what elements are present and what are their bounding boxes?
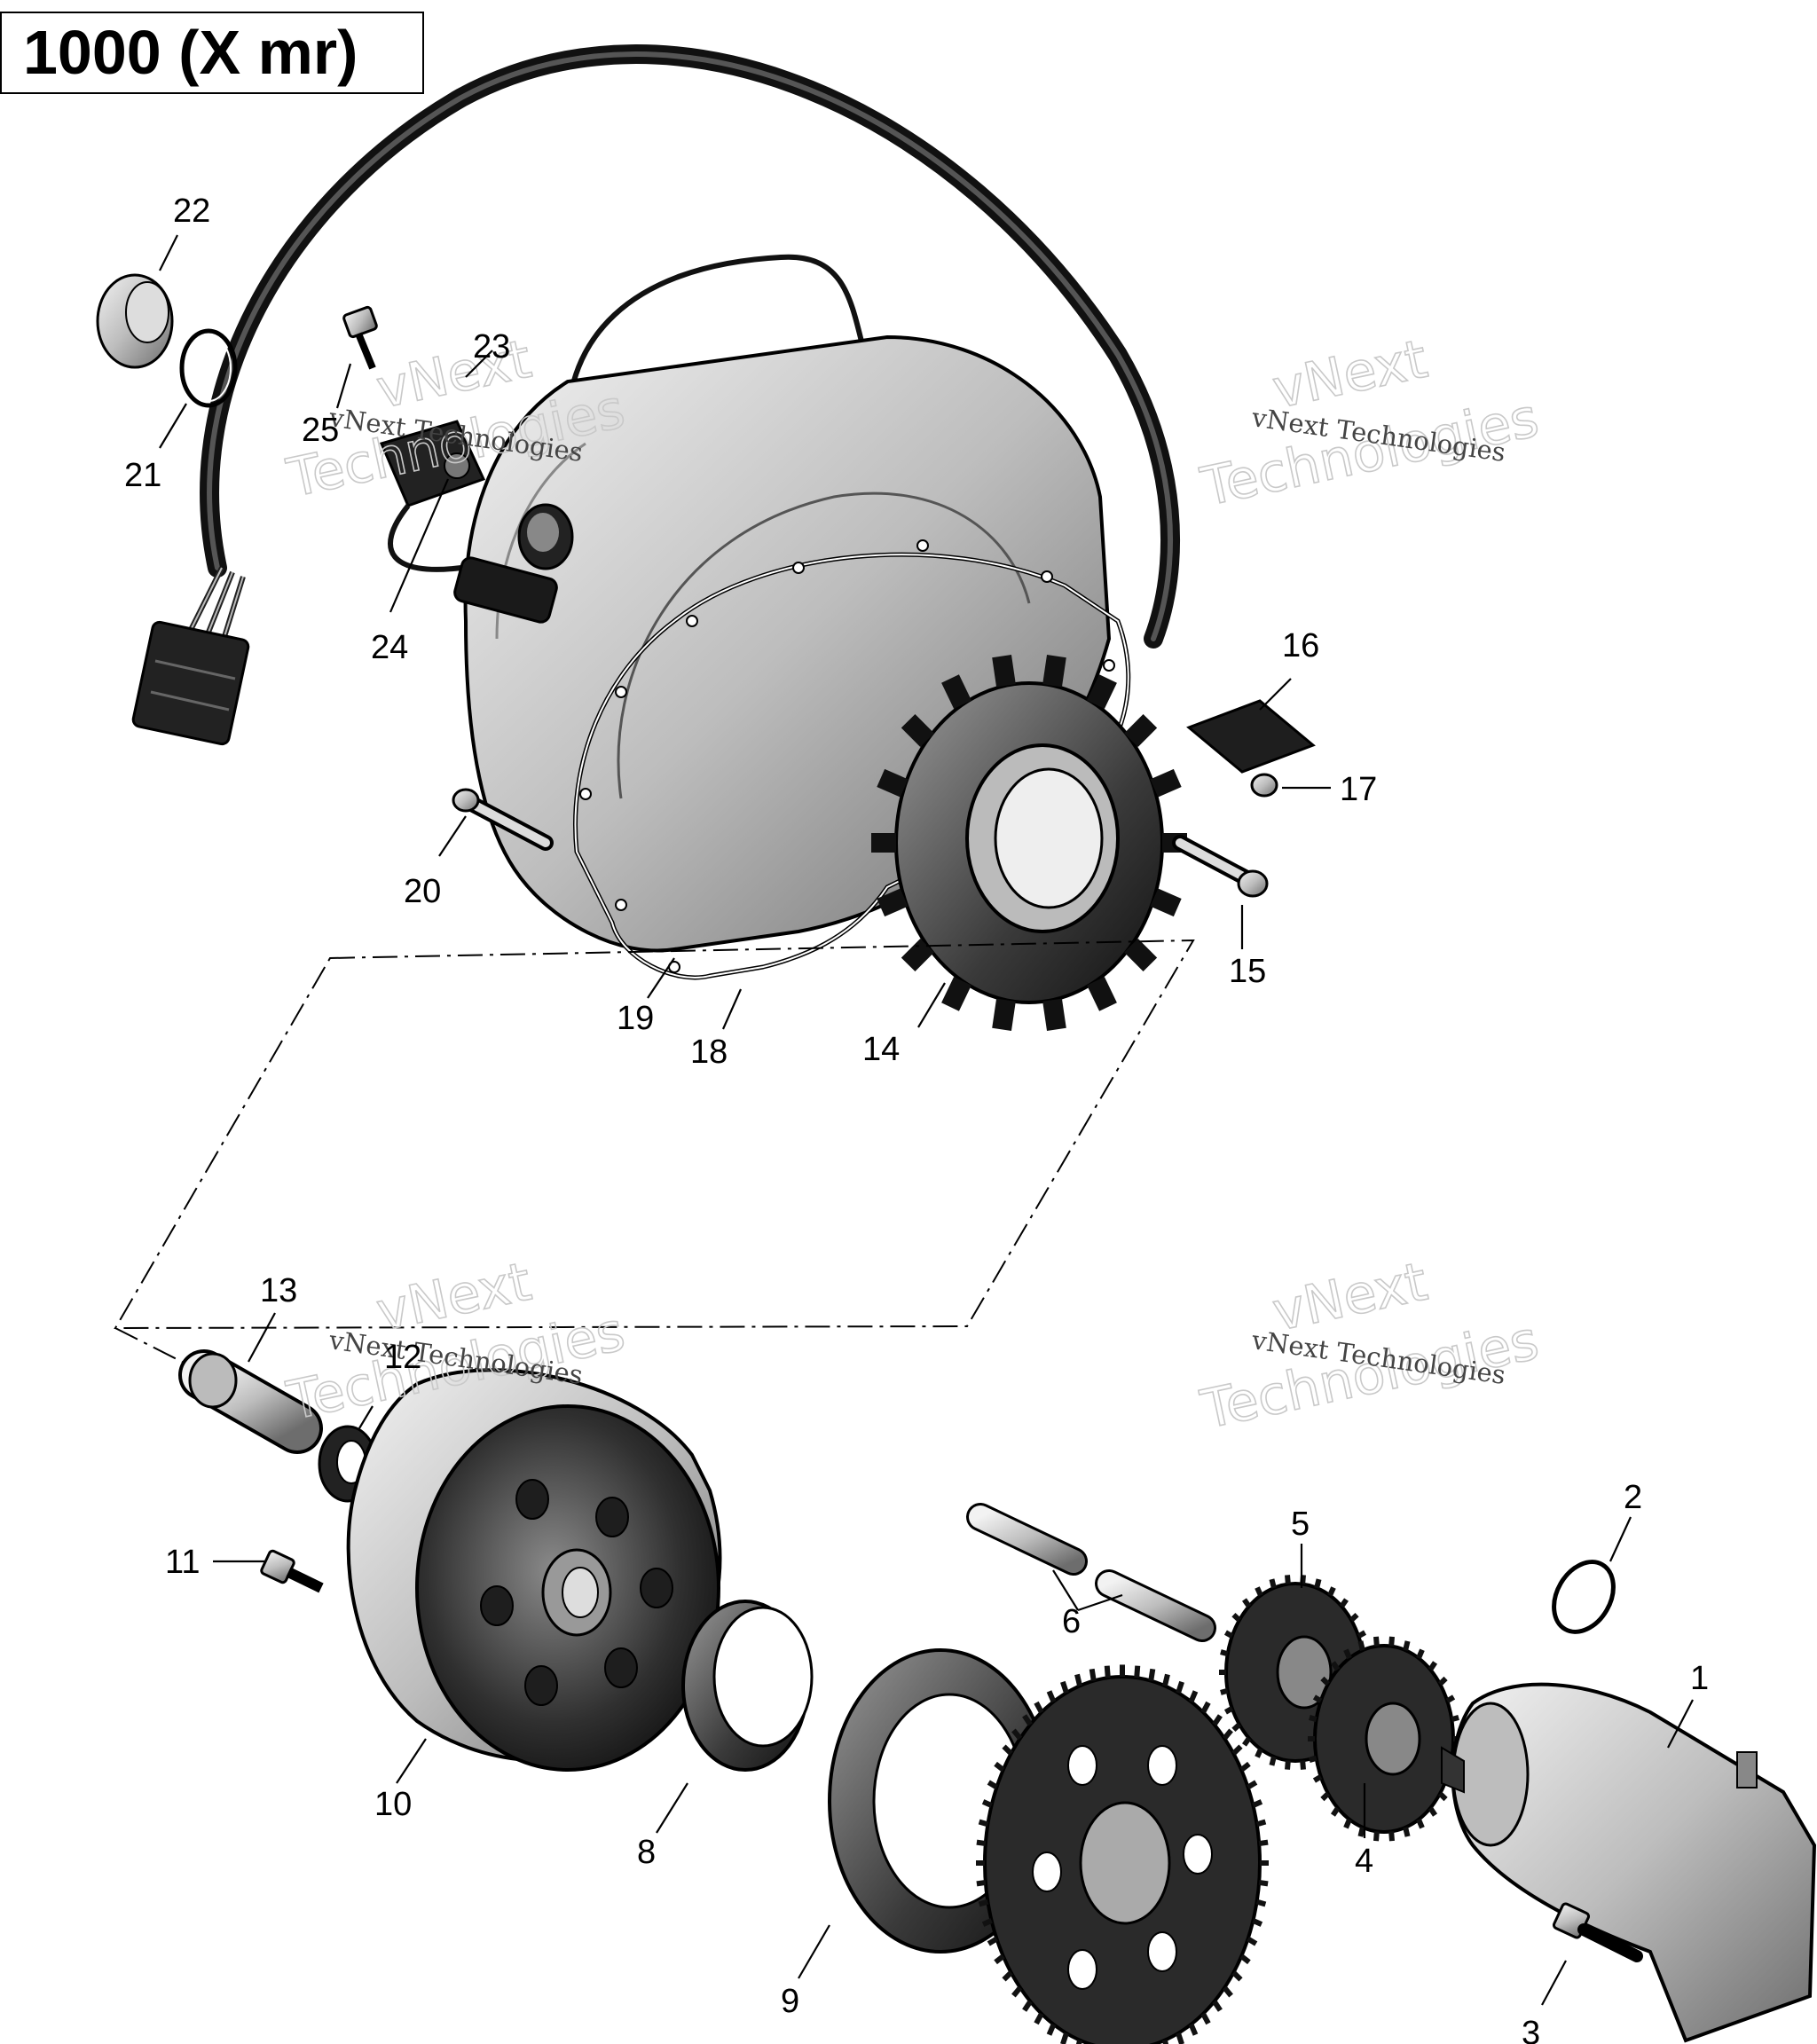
callout-25: 25: [302, 412, 339, 449]
part-11-screw: [260, 1549, 324, 1593]
part-13-bolt: [178, 1349, 323, 1454]
assembly-guide-line: [114, 939, 1195, 1367]
part-15-bolt: [1172, 835, 1269, 898]
watermark-top-right: vNext Technologies vNext Technologies: [1195, 327, 1545, 520]
diagram-title: 1000 (X mr): [0, 12, 424, 94]
callout-9: 9: [781, 1983, 799, 2020]
callout-2: 2: [1624, 1479, 1642, 1516]
callout-4: 4: [1355, 1843, 1373, 1880]
callout-16: 16: [1282, 627, 1319, 664]
callout-8: 8: [637, 1834, 656, 1871]
part-23-screw: [342, 305, 378, 370]
callout-22: 22: [173, 193, 210, 230]
callout-5: 5: [1291, 1505, 1310, 1543]
starter-ring-gear: [976, 1664, 1269, 2044]
part-14-stator: [871, 655, 1187, 1031]
part-5-gear: [1219, 1575, 1372, 1770]
callout-leader-lines: [159, 234, 1694, 2006]
part-20-bolt: [452, 788, 554, 851]
callout-12: 12: [384, 1339, 421, 1376]
callout-3: 3: [1522, 2015, 1540, 2044]
part-16-bracket: [1186, 699, 1316, 774]
callout-24: 24: [371, 629, 408, 666]
part-8-sprag-ring: [681, 1600, 814, 1772]
harness-connector: [131, 566, 250, 746]
part-22-cap: [96, 273, 174, 369]
part-21-o-ring: [179, 328, 238, 408]
callout-23: 23: [473, 328, 510, 366]
callout-18: 18: [690, 1034, 728, 1071]
part-6-pins: [966, 1503, 1216, 1642]
callout-21: 21: [124, 457, 161, 494]
callout-20: 20: [404, 873, 441, 910]
part-3-screw: [1552, 1902, 1643, 1962]
callout-17: 17: [1340, 771, 1377, 808]
callout-14: 14: [862, 1031, 900, 1068]
part-2-o-ring: [1552, 1560, 1616, 1634]
callout-19: 19: [617, 1000, 654, 1037]
callout-6: 6: [1062, 1603, 1081, 1640]
callout-13: 13: [260, 1272, 297, 1309]
callout-15: 15: [1229, 953, 1266, 990]
callout-10: 10: [374, 1786, 412, 1823]
part-10-rotor: [346, 1368, 722, 1772]
callout-11: 11: [165, 1544, 200, 1581]
callout-1: 1: [1690, 1660, 1709, 1697]
part-17-screw: [1250, 773, 1278, 798]
watermark-bottom-right: vNext Technologies vNext Technologies: [1195, 1250, 1545, 1443]
part-1-starter-motor: [1441, 1682, 1817, 2043]
